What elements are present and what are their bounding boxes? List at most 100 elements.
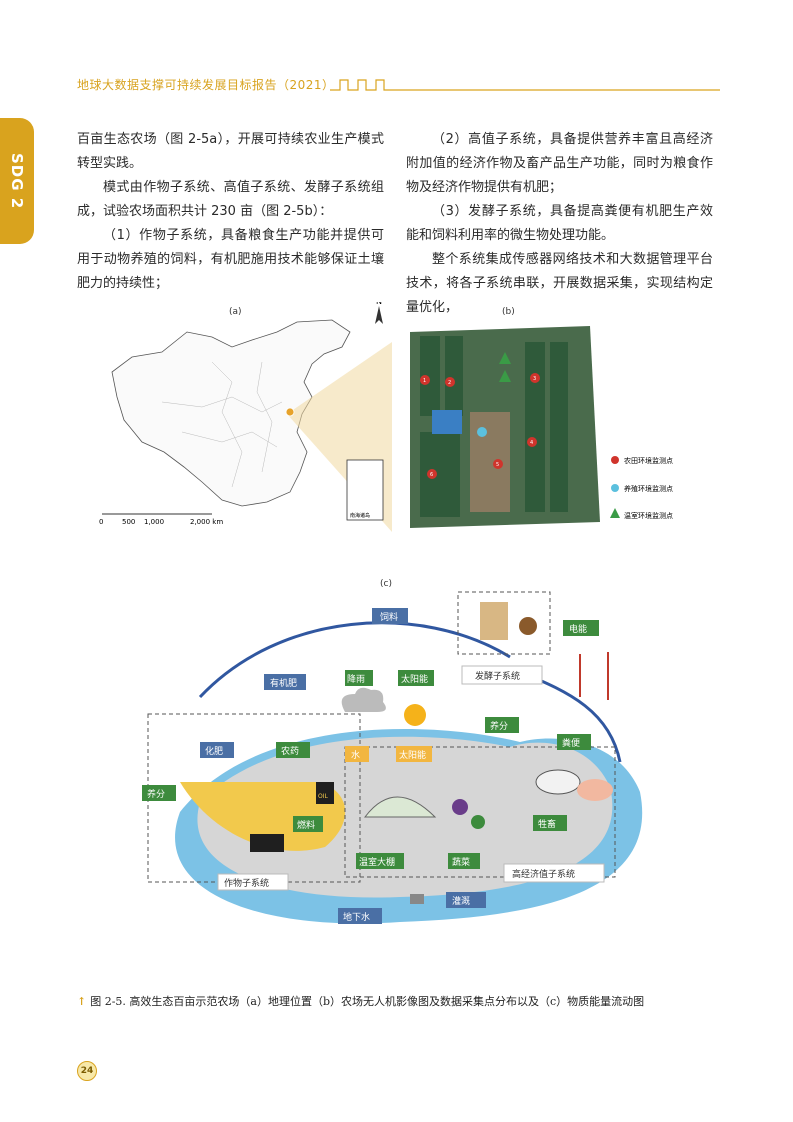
caption-arrow-icon: ↑ [77, 995, 87, 1008]
tag-livestock: 牲畜 [538, 818, 556, 830]
tag-nutrient: 养分 [490, 720, 508, 732]
windmill-icon [579, 652, 609, 700]
paragraph: （2）高值子系统，具备提供营养丰富且高经济附加值的经济作物及畜产品生产功能，同时… [406, 132, 713, 195]
pepper-icon [471, 815, 485, 829]
sdg-side-tab: SDG 2 [0, 118, 34, 244]
inset-label: 南海诸岛 [350, 512, 370, 519]
farmland-monitor-marker [420, 375, 430, 385]
farmland-monitor-marker [493, 459, 503, 469]
paragraph: 整个系统集成传感器网络技术和大数据管理平台技术，将各子系统串联，开展数据采集，实… [406, 252, 713, 315]
caption-text: 图 2-5. 高效生态百亩示范农场（a）地理位置（b）农场无人机影像图及数据采集… [90, 995, 645, 1008]
paragraph: （3）发酵子系统，具备提高粪便有机肥生产效能和饲料利用率的微生物处理功能。 [406, 204, 713, 243]
cow-icon [535, 769, 581, 795]
svg-text:6: 6 [430, 472, 433, 478]
oil-label: OIL [318, 793, 328, 800]
figure-a-location-map: (a) N 南海诸岛 0 500 1,000 2,000 km [99, 302, 392, 532]
feed-flow-arrow [198, 621, 511, 699]
tag-fuel: 燃料 [297, 819, 315, 831]
svg-text:3: 3 [533, 376, 536, 382]
body-column-right: （2）高值子系统，具备提供营养丰富且高经济附加值的经济作物及畜产品生产功能，同时… [406, 128, 713, 320]
tag-pesticide: 农药 [281, 745, 299, 757]
manure-icon [519, 617, 537, 635]
tag-solar: 太阳能 [401, 673, 428, 685]
north-label: N [376, 302, 382, 306]
pin-blue-icon [611, 484, 619, 492]
tag-vegetables: 蔬菜 [452, 856, 470, 868]
monitoring-markers [420, 352, 540, 479]
diagram-icons: OIL [250, 602, 613, 904]
tag-nutrient-left: 养分 [147, 788, 165, 800]
tag-greenhouse: 温室大棚 [359, 856, 395, 868]
field-strips [420, 336, 568, 517]
flow-tags: 饲料 电能 有机肥 降雨 太阳能 发酵子系统 养分 粪便 化肥 农药 养分 水 … [142, 608, 605, 924]
farmland-monitor-marker [530, 373, 540, 383]
eggplant-icon [452, 799, 468, 815]
north-arrow-icon [375, 306, 383, 324]
tag-crop-subsystem: 作物子系统 [224, 877, 269, 889]
figure-caption: ↑图 2-5. 高效生态百亩示范农场（a）地理位置（b）农场无人机影像图及数据采… [77, 993, 717, 1009]
header-decoration [330, 79, 720, 91]
marker-numbers: 1 2 3 4 5 6 [423, 376, 536, 478]
high-value-subsystem-boundary [344, 746, 616, 878]
livestock-monitor-marker [477, 427, 487, 437]
crop-field [180, 782, 346, 851]
tag-ferment-subsystem: 发酵子系统 [475, 670, 520, 682]
greenhouse-monitor-marker [499, 352, 511, 364]
paragraph: 模式由作物子系统、高值子系统、发酵子系统组成，试验农场面积共计 230 亩（图 … [77, 180, 384, 219]
sun-icon [404, 704, 426, 726]
pig-icon [577, 779, 613, 801]
tag-fertilizer: 化肥 [205, 745, 223, 757]
sdg-tab-label: SDG 2 [8, 152, 26, 210]
svg-text:1: 1 [423, 378, 426, 384]
oil-can-icon [316, 782, 334, 804]
figure-b-drone-image: (b) 1 2 3 4 5 6 农田环境监测点 养殖环境监测点 温室环境监测点 [410, 307, 673, 528]
page-number: 24 [77, 1061, 97, 1081]
greenhouse-icon [363, 796, 437, 818]
figure-b-legend: 农田环境监测点 养殖环境监测点 温室环境监测点 [610, 456, 673, 520]
tag-feed: 饲料 [380, 611, 398, 623]
legend-entry: 农田环境监测点 [624, 456, 673, 465]
figure-c-label: (c) [380, 579, 392, 589]
feed-bag-icon [480, 602, 508, 640]
paragraph: （1）作物子系统，具备粮食生产功能并提供可用于动物养殖的饲料，有机肥施用技术能够… [77, 228, 384, 291]
ferment-subsystem-boundary [457, 591, 551, 655]
tag-solar-2: 太阳能 [399, 749, 426, 761]
farmland-monitor-marker [527, 437, 537, 447]
tag-organic-fertilizer: 有机肥 [270, 677, 297, 689]
figure-b-label: (b) [502, 307, 515, 317]
tag-groundwater: 地下水 [343, 911, 370, 923]
tag-manure: 粪便 [562, 737, 580, 749]
report-header-title: 地球大数据支撑可持续发展目标报告（2021） [77, 78, 335, 92]
water-tap-icon [410, 894, 424, 904]
farm-buildings [470, 412, 510, 512]
tag-rain: 降雨 [347, 673, 365, 685]
south-china-sea-inset [346, 459, 384, 521]
farmland-monitor-marker [427, 469, 437, 479]
legend-entry: 养殖环境监测点 [624, 484, 673, 493]
tag-electricity: 电能 [569, 623, 587, 635]
tractor-icon [250, 834, 284, 852]
paragraph: 百亩生态农场（图 2-5a），开展可持续农业生产模式转型实践。 [77, 132, 384, 171]
body-column-left: 百亩生态农场（图 2-5a），开展可持续农业生产模式转型实践。 模式由作物子系统… [77, 128, 384, 296]
farm-location-marker [285, 407, 295, 417]
greenhouse-monitor-marker [499, 370, 511, 382]
rain-cloud-icon [341, 687, 386, 712]
svg-text:5: 5 [496, 462, 499, 468]
figure-a-label: (a) [229, 307, 242, 317]
svg-text:4: 4 [530, 440, 533, 446]
province-boundaries [161, 361, 283, 488]
tag-irrigation: 灌溉 [452, 895, 470, 907]
barn-roof [432, 410, 462, 434]
tree-green-icon [610, 508, 620, 518]
scale-tick: 1,000 [144, 518, 164, 526]
svg-text:2: 2 [448, 380, 451, 386]
farmland-monitor-marker [445, 377, 455, 387]
tag-high-value-subsystem: 高经济值子系统 [512, 868, 575, 880]
pin-red-icon [611, 456, 619, 464]
legend-entry: 温室环境监测点 [624, 511, 673, 520]
scale-tick: 2,000 km [190, 518, 223, 526]
tag-water: 水 [351, 749, 360, 761]
scale-tick: 500 [122, 518, 135, 526]
figure-c-flow-diagram: (c) 饲料 电能 有机肥 降雨 太阳能 发酵子系统 养分 粪便 化肥 农药 养… [142, 579, 643, 924]
scale-tick: 0 [99, 518, 103, 526]
